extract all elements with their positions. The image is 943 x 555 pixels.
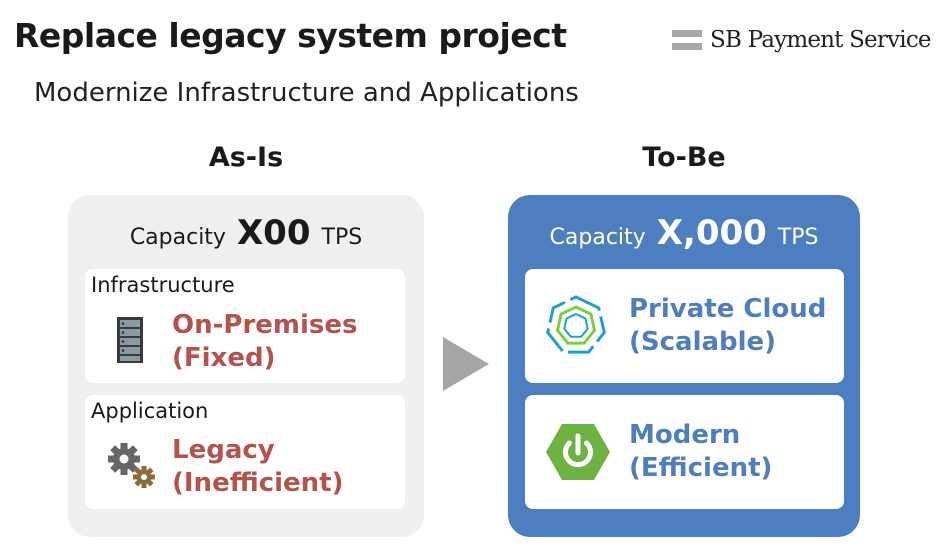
server-rack-icon [117,317,143,363]
as-is-application-card: Application [85,395,405,509]
legacy-line1: Legacy [172,435,275,465]
capacity-unit: TPS [321,225,363,250]
modern-line1: Modern [629,420,741,450]
legacy-line2: (Inefficient) [172,468,344,498]
logo-text: SB Payment Service [710,27,932,53]
power-leaf-icon [546,424,610,480]
to-be-capacity: Capacity X,000 TPS [508,213,860,253]
capacity-prefix: Capacity [549,225,646,250]
as-is-panel: Capacity X00 TPS Infrastructure On-Premi… [68,195,424,537]
on-premises-text: On-Premises (Fixed) [172,309,358,375]
on-premises-line1: On-Premises [172,310,358,340]
as-is-capacity: Capacity X00 TPS [68,213,424,253]
heptagon-cloud-icon [546,295,606,354]
capacity-value: X00 [236,213,311,253]
company-logo: SB Payment Service [672,24,932,56]
page-subtitle: Modernize Infrastructure and Application… [34,78,579,108]
private-cloud-text: Private Cloud (Scalable) [629,293,826,359]
capacity-value: X,000 [656,213,767,253]
as-is-infrastructure-card: Infrastructure On-Premises (Fixed) [85,269,405,383]
gears-icon [108,443,155,488]
modern-line2: (Efficient) [629,453,773,483]
legacy-text: Legacy (Inefficient) [172,434,343,500]
private-cloud-line1: Private Cloud [629,294,827,324]
logo-bars-icon [672,30,702,50]
private-cloud-line2: (Scalable) [629,327,777,357]
infrastructure-label: Infrastructure [91,273,235,297]
application-label: Application [91,399,209,423]
to-be-infrastructure-card: Private Cloud (Scalable) [525,269,844,383]
page-title: Replace legacy system project [14,16,567,55]
capacity-unit: TPS [777,225,819,250]
to-be-heading: To-Be [642,142,726,173]
capacity-prefix: Capacity [129,225,226,250]
modern-text: Modern (Efficient) [629,419,772,485]
as-is-heading: As-Is [208,142,284,173]
on-premises-line2: (Fixed) [172,343,276,373]
transition-arrow-icon [443,337,489,391]
to-be-application-card: Modern (Efficient) [525,395,844,509]
to-be-panel: Capacity X,000 TPS Private Cloud (Scalab… [508,195,860,537]
